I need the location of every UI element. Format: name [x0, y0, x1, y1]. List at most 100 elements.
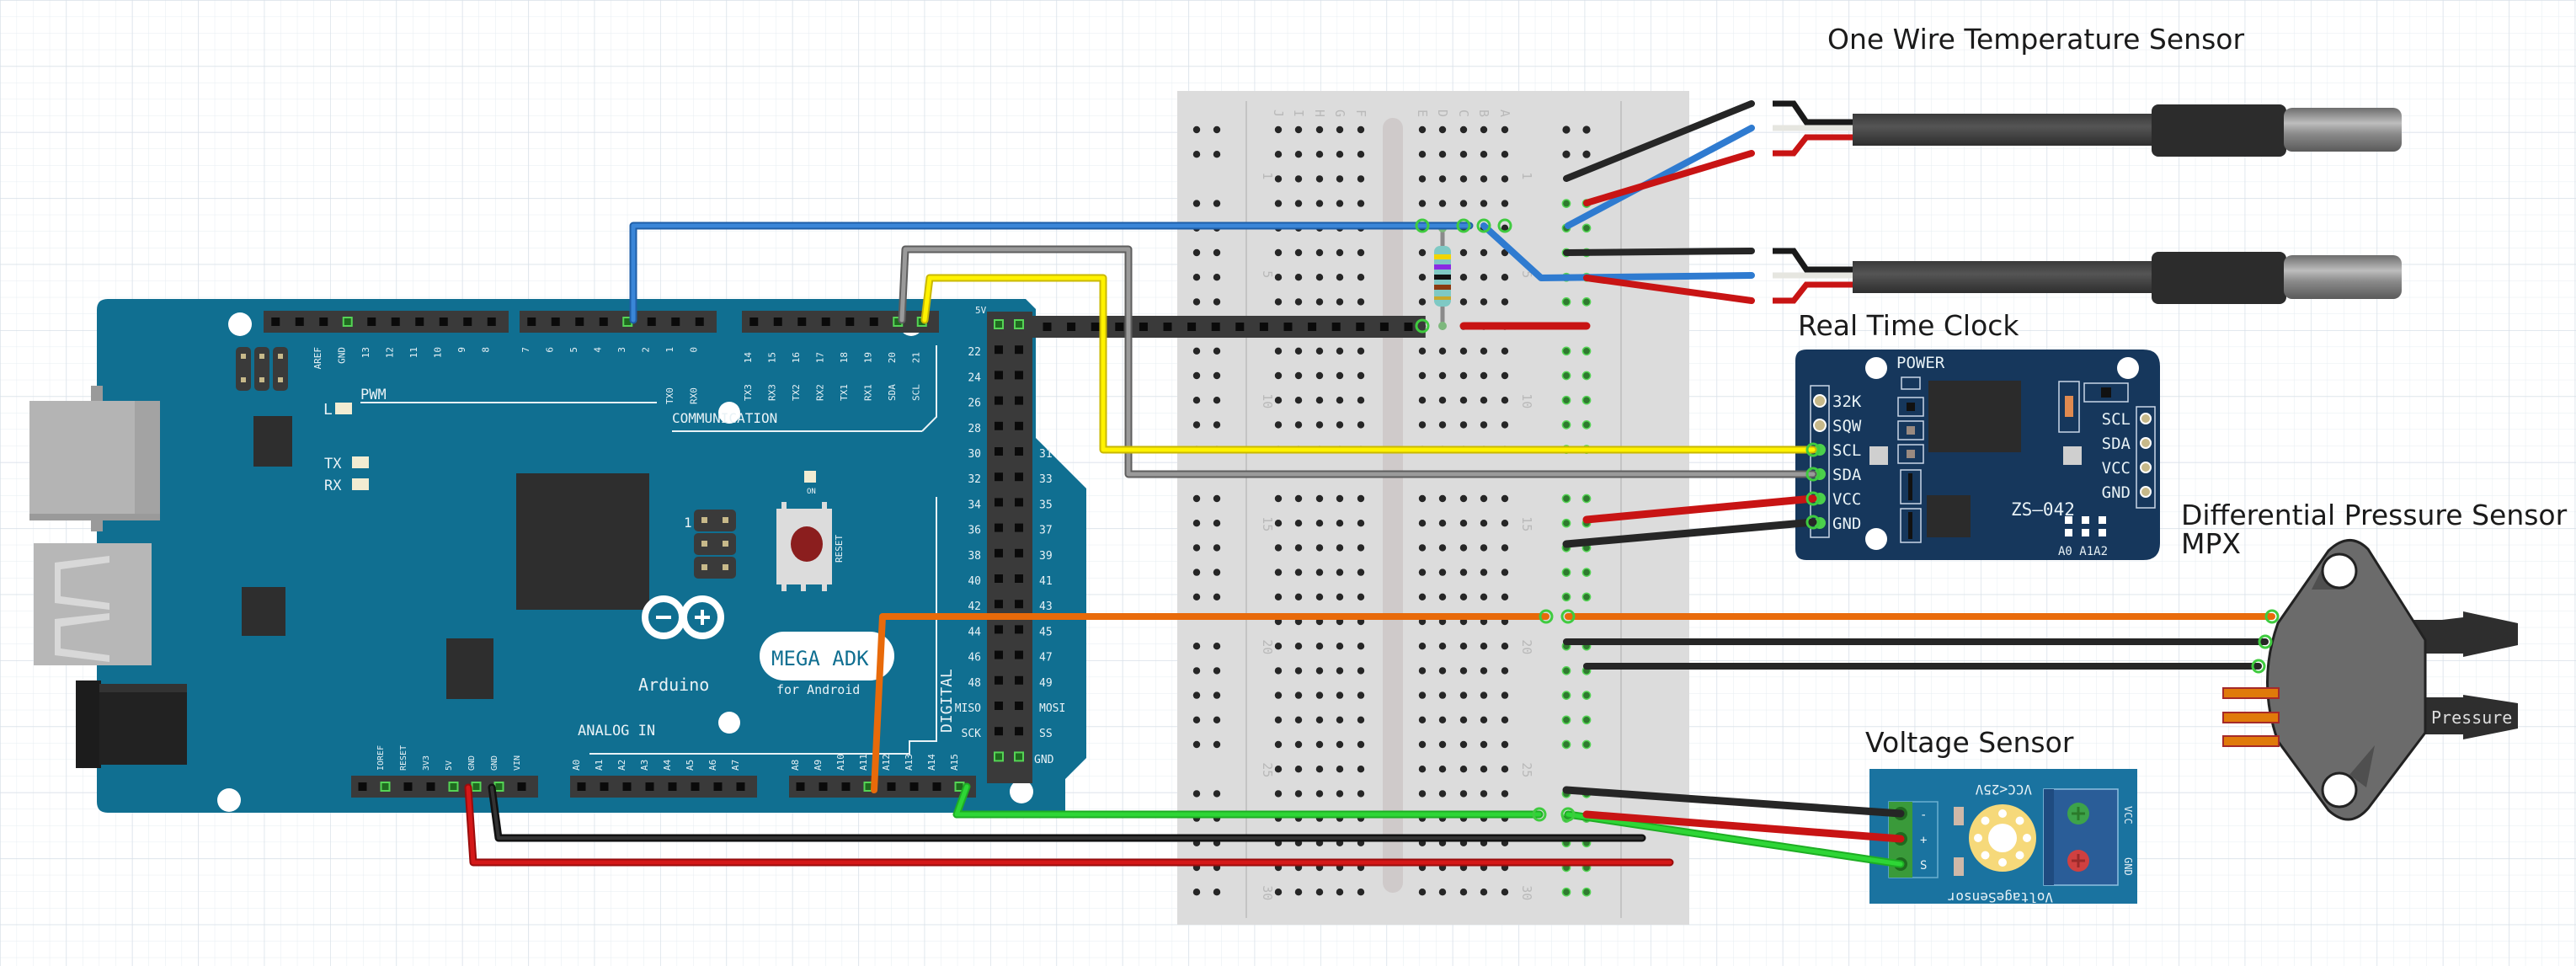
breadboard-hole[interactable] [1438, 494, 1447, 503]
rail-hole[interactable] [1213, 248, 1221, 257]
breadboard-hole[interactable] [1357, 766, 1365, 773]
breadboard-hole[interactable] [1357, 175, 1365, 183]
breadboard-hole[interactable] [1459, 151, 1468, 158]
breadboard-hole[interactable] [1336, 593, 1344, 600]
breadboard-hole[interactable] [1336, 397, 1344, 404]
header-pin[interactable] [367, 318, 376, 326]
breadboard-hole[interactable] [1418, 544, 1427, 552]
breadboard-hole[interactable] [1274, 248, 1283, 257]
header-pin[interactable] [691, 782, 700, 791]
rail-hole[interactable] [1192, 520, 1201, 527]
header-pin[interactable] [995, 371, 1003, 380]
breadboard-hole[interactable] [1294, 125, 1303, 134]
header-pin[interactable] [1308, 323, 1317, 331]
rail-hole[interactable] [1213, 740, 1221, 749]
breadboard-hole[interactable] [1315, 643, 1324, 650]
breadboard-hole[interactable] [1438, 200, 1447, 207]
rail-hole[interactable] [1561, 518, 1571, 528]
breadboard-hole[interactable] [1336, 667, 1344, 675]
breadboard-hole[interactable] [1480, 125, 1488, 134]
rail-hole[interactable] [1581, 691, 1592, 700]
header-pin[interactable] [995, 625, 1003, 634]
breadboard-hole[interactable] [1501, 544, 1509, 552]
rail-hole[interactable] [1213, 691, 1221, 699]
header-pin[interactable] [995, 345, 1003, 355]
header-pin[interactable] [271, 318, 280, 326]
header-pin[interactable] [342, 317, 353, 327]
breadboard-hole[interactable] [1315, 274, 1324, 281]
rail-hole[interactable] [1561, 199, 1571, 208]
breadboard-hole[interactable] [1274, 568, 1283, 576]
breadboard-hole[interactable] [1357, 643, 1365, 650]
breadboard-hole[interactable] [1480, 151, 1488, 158]
header-pin[interactable] [1235, 323, 1245, 331]
rail-hole[interactable] [1192, 274, 1201, 281]
breadboard-hole[interactable] [1480, 298, 1488, 306]
breadboard-hole[interactable] [1480, 371, 1488, 380]
header-pin[interactable] [995, 548, 1003, 558]
rail-hole[interactable] [1582, 125, 1591, 134]
breadboard-hole[interactable] [1459, 298, 1468, 306]
header-pin[interactable] [1211, 323, 1220, 331]
header-pin[interactable] [1014, 751, 1024, 762]
breadboard-hole[interactable] [1336, 298, 1344, 306]
breadboard-hole[interactable] [1501, 494, 1509, 503]
header-pin[interactable] [736, 782, 745, 791]
header-pin[interactable] [1015, 548, 1023, 558]
header-pin[interactable] [1259, 323, 1268, 331]
header-pin[interactable] [995, 702, 1003, 710]
breadboard-hole[interactable] [1294, 421, 1303, 429]
breadboard-hole[interactable] [1418, 371, 1427, 380]
wire-black-voltage[interactable] [1562, 786, 1905, 818]
breadboard-hole[interactable] [1294, 371, 1303, 380]
breadboard-hole[interactable] [1315, 667, 1324, 675]
breadboard-hole[interactable] [1357, 397, 1365, 404]
breadboard-hole[interactable] [1418, 125, 1427, 134]
header-pin[interactable] [1091, 323, 1100, 331]
rail-hole[interactable] [1192, 691, 1201, 699]
breadboard-hole[interactable] [1336, 691, 1344, 699]
rail-hole[interactable] [1561, 346, 1571, 356]
breadboard-hole[interactable] [1459, 397, 1468, 404]
breadboard-hole[interactable] [1480, 568, 1488, 576]
header-pin[interactable] [415, 318, 424, 326]
breadboard-hole[interactable] [1418, 691, 1427, 699]
header-pin[interactable] [1187, 323, 1197, 331]
rail-hole[interactable] [1192, 593, 1201, 600]
breadboard-hole[interactable] [1418, 298, 1427, 306]
breadboard-hole[interactable] [1294, 494, 1303, 503]
rail-hole[interactable] [1192, 151, 1201, 158]
rail-hole[interactable] [1213, 667, 1221, 675]
breadboard-hole[interactable] [1274, 175, 1283, 183]
header-pin[interactable] [1015, 523, 1023, 532]
rail-hole[interactable] [1192, 248, 1201, 257]
header-pin[interactable] [1379, 323, 1389, 331]
breadboard-hole[interactable] [1480, 593, 1488, 600]
breadboard-hole[interactable] [1459, 494, 1468, 503]
breadboard-hole[interactable] [1294, 397, 1303, 404]
header-pin[interactable] [995, 574, 1003, 583]
header-pin[interactable] [994, 319, 1004, 329]
header-pin[interactable] [380, 782, 391, 792]
breadboard-hole[interactable] [1459, 371, 1468, 380]
breadboard-hole[interactable] [1357, 544, 1365, 552]
breadboard-hole[interactable] [1336, 740, 1344, 749]
rail-hole[interactable] [1581, 346, 1592, 356]
breadboard-hole[interactable] [1294, 889, 1303, 896]
breadboard-hole[interactable] [1357, 740, 1365, 749]
header-pin[interactable] [527, 318, 536, 326]
breadboard-hole[interactable] [1336, 200, 1344, 207]
breadboard-hole[interactable] [1315, 248, 1324, 257]
header-pin[interactable] [645, 782, 654, 791]
header-pin[interactable] [713, 782, 723, 791]
header-pin[interactable] [1331, 323, 1341, 331]
header-pin[interactable] [995, 421, 1003, 430]
breadboard-hole[interactable] [1357, 347, 1365, 355]
wire-red-temp1[interactable] [1583, 150, 1755, 206]
breadboard-hole[interactable] [1501, 347, 1509, 355]
header-pin[interactable] [909, 782, 919, 791]
breadboard-hole[interactable] [1459, 520, 1468, 527]
header-pin[interactable] [1015, 472, 1023, 482]
breadboard-hole[interactable] [1438, 766, 1447, 773]
breadboard-hole[interactable] [1418, 421, 1427, 429]
